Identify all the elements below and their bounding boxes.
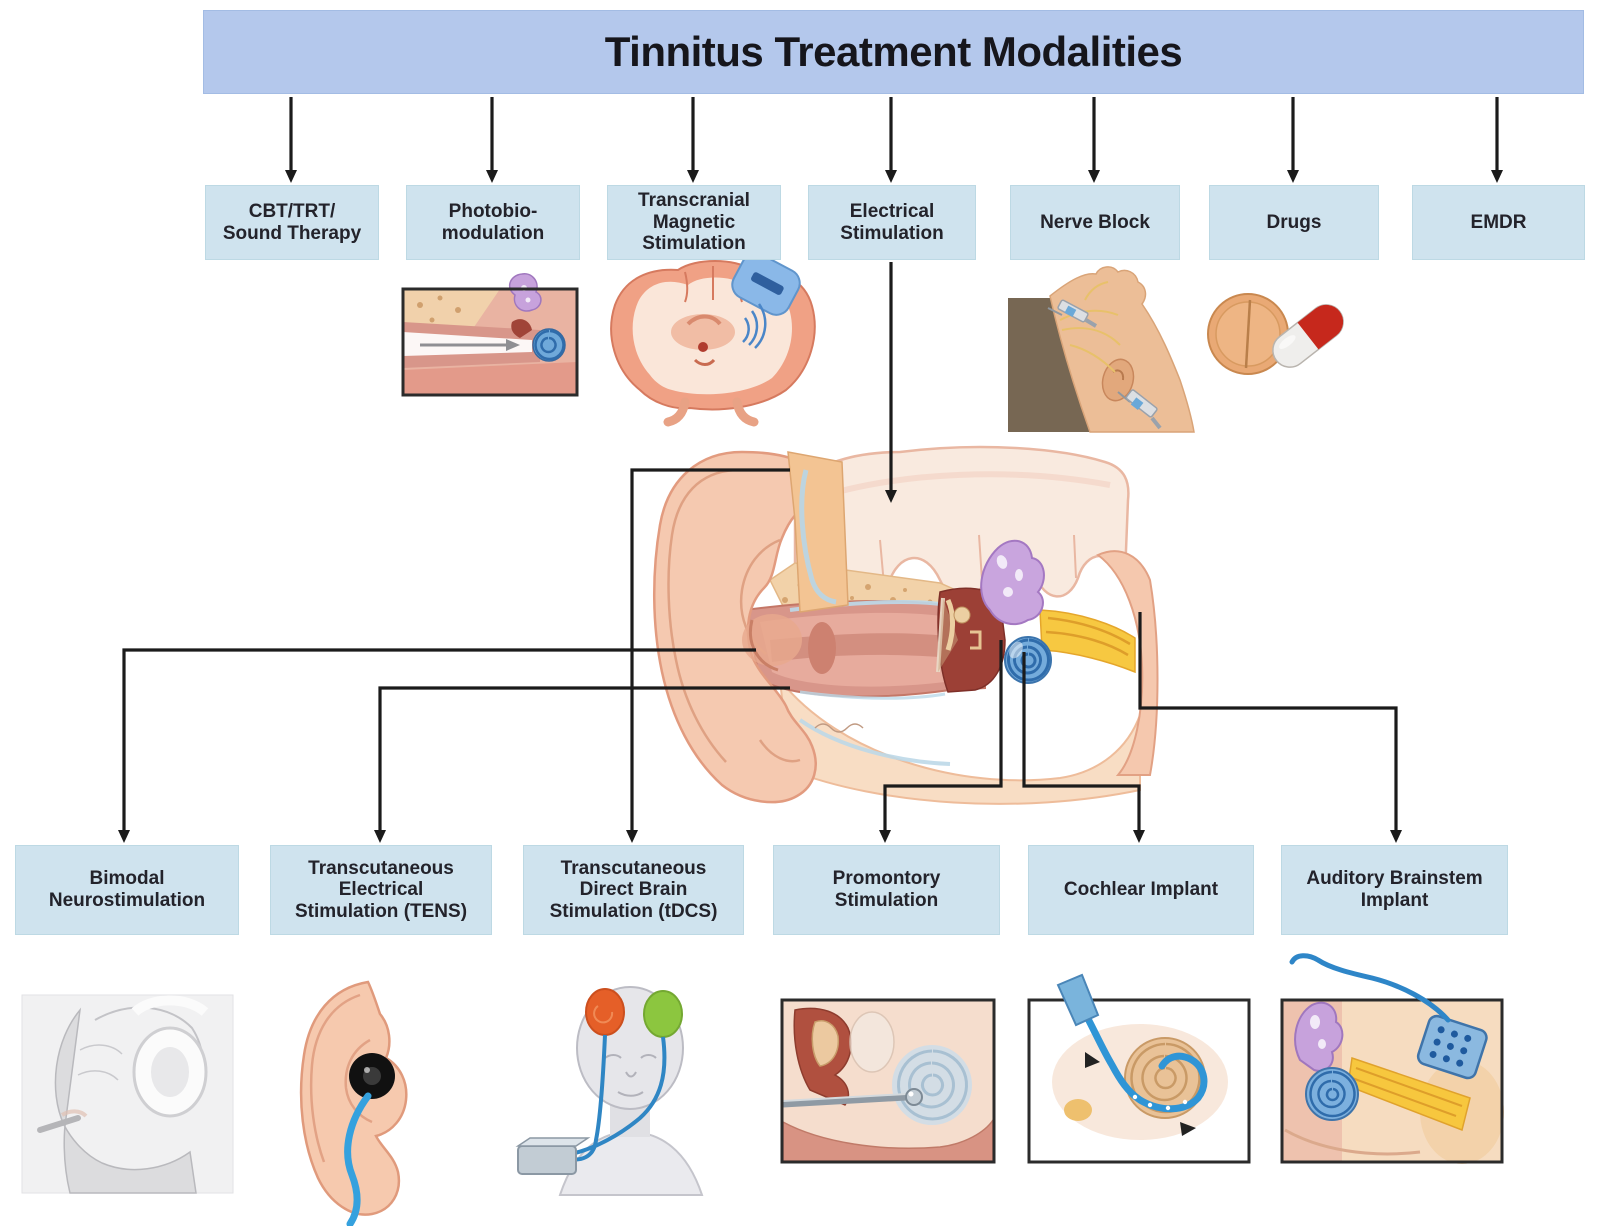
node-nerve-block: Nerve Block: [1010, 185, 1180, 260]
node-transcranial-magnetic-stimulation: Transcranial Magnetic Stimulation: [607, 185, 781, 260]
node-promontory-stimulation: Promontory Stimulation: [773, 845, 1000, 935]
node-label: Photobio-: [448, 200, 538, 222]
head-with-scalp-electrodes-illustration: [515, 986, 704, 1196]
ear-canal-light-beam-illustration: [401, 273, 579, 397]
magnetic-coil-icon: [731, 252, 801, 316]
ear-cross-section-illustration: [652, 445, 1159, 805]
node-label: Direct Brain: [579, 879, 688, 901]
node-label: Promontory: [832, 868, 941, 890]
stimulation-probe-icon: [782, 1093, 907, 1108]
node-label: Implant: [1360, 890, 1429, 911]
node-label: CBT/TRT/: [248, 200, 336, 222]
capsule-icon: [1272, 304, 1344, 368]
tongue-stimulator-icon: [37, 1115, 81, 1133]
node-drugs: Drugs: [1209, 185, 1379, 260]
node-label: Neurostimulation: [48, 890, 206, 911]
node-label: Magnetic: [652, 211, 736, 233]
node-tens: Transcutaneous Electrical Stimulation (T…: [270, 845, 492, 935]
node-photobiomodulation: Photobio- modulation: [406, 185, 580, 260]
node-label: Transcranial: [638, 190, 750, 212]
node-label: Stimulation: [642, 233, 746, 255]
implant-wire: [1289, 953, 1451, 1023]
node-label: Electrical: [849, 200, 935, 222]
node-label: Stimulation (tDCS): [549, 900, 718, 922]
connector-arrowheads: [118, 170, 1503, 843]
insertion-tool-icon: [1056, 973, 1100, 1027]
brainstem-paddle-electrode-illustration: [1280, 953, 1504, 1164]
pill-icon: [1207, 293, 1289, 375]
cathode-electrode-icon: [643, 990, 683, 1038]
anode-electrode-icon: [585, 988, 625, 1036]
node-cochlear-implant: Cochlear Implant: [1028, 845, 1254, 935]
node-cbt-trt-sound-therapy: CBT/TRT/ Sound Therapy: [205, 185, 379, 260]
title-banner: Tinnitus Treatment Modalities: [203, 10, 1584, 94]
page-title: Tinnitus Treatment Modalities: [604, 28, 1183, 75]
tablet-and-capsule-illustration: [1207, 293, 1344, 375]
node-label: Bimodal: [89, 868, 165, 890]
syringe-icon: [1117, 389, 1162, 430]
node-label: EMDR: [1470, 211, 1527, 233]
face-injection-syringe-illustration: [1008, 266, 1195, 433]
node-tdcs: Transcutaneous Direct Brain Stimulation …: [523, 845, 744, 935]
stimulator-device-icon: [517, 1145, 577, 1175]
node-auditory-brainstem-implant: Auditory Brainstem Implant: [1281, 845, 1508, 935]
node-label: Electrical: [338, 879, 424, 901]
node-label: Stimulation: [834, 890, 939, 911]
artist-signature: [814, 723, 864, 733]
node-label: Cochlear Implant: [1063, 879, 1219, 901]
connector-lines: [122, 97, 1499, 831]
cochlea-with-electrode-array-illustration: [1027, 973, 1251, 1164]
node-electrical-stimulation: Electrical Stimulation: [808, 185, 976, 260]
node-label: Transcutaneous: [560, 857, 707, 879]
node-bimodal-neurostimulation: Bimodal Neurostimulation: [15, 845, 239, 935]
node-label: Transcutaneous: [308, 857, 454, 879]
syringe-icon: [1047, 299, 1098, 328]
head-with-headphones-and-tongue-device-illustration: [21, 994, 234, 1194]
ear-with-electrode-plug-and-wire-illustration: [299, 980, 408, 1226]
node-label: Stimulation (TENS): [294, 900, 468, 922]
node-label: Auditory Brainstem: [1306, 868, 1483, 890]
node-label: Sound Therapy: [222, 222, 362, 244]
paddle-electrode-icon: [1416, 1014, 1488, 1080]
node-label: modulation: [441, 222, 545, 244]
node-label: Stimulation: [840, 222, 944, 244]
electrode-wire: [344, 1092, 372, 1226]
node-emdr: EMDR: [1412, 185, 1585, 260]
brain-coronal-slice-with-magnetic-coil-illustration: [610, 252, 816, 427]
node-label: Drugs: [1266, 211, 1322, 233]
middle-ear-probe-illustration: [780, 998, 996, 1164]
node-label: Nerve Block: [1040, 211, 1150, 233]
